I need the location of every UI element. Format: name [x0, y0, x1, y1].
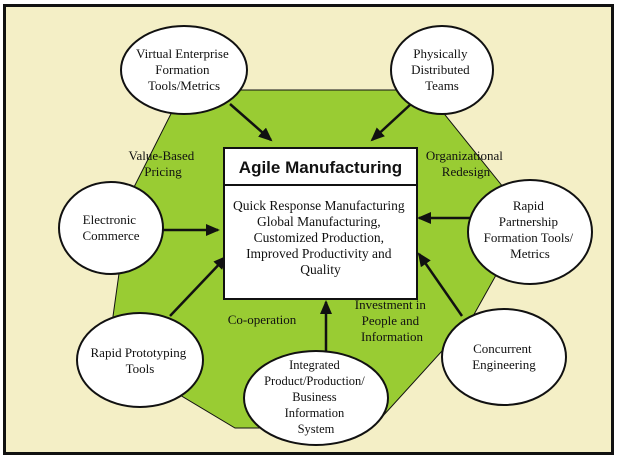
- node-physically-distributed-teams-label: Physically Distributed Teams: [411, 46, 473, 93]
- label-organizational-redesign: Organizational Redesign: [426, 148, 506, 179]
- arrow-physically-distributed-teams: [370, 103, 412, 142]
- center-body: Quick Response Manufacturing Global Manu…: [233, 198, 408, 277]
- node-rapid-partnership-label: Rapid Partnership Formation Tools/ Metri…: [484, 198, 577, 261]
- arrow-virtual-enterprise: [229, 103, 273, 142]
- node-virtual-enterprise-label: Virtual Enterprise Formation Tools/Metri…: [136, 46, 232, 93]
- node-concurrent-engineering-label: Concurrent Engineering: [472, 341, 536, 372]
- label-value-based-pricing: Value-Based Pricing: [129, 148, 198, 179]
- arrow-concurrent-engineering: [417, 252, 464, 317]
- node-rapid-prototyping: Rapid Prototyping Tools: [76, 312, 204, 408]
- node-rapid-partnership: Rapid Partnership Formation Tools/ Metri…: [467, 179, 593, 285]
- arrows: [163, 103, 476, 360]
- center-title: Agile Manufacturing: [239, 158, 402, 177]
- node-rapid-prototyping-label: Rapid Prototyping Tools: [91, 345, 190, 376]
- node-integrated-product: Integrated Product/Production/ Business …: [243, 350, 389, 446]
- arrow-rapid-prototyping: [169, 255, 228, 317]
- node-concurrent-engineering: Concurrent Engineering: [441, 308, 567, 406]
- label-co-operation: Co-operation: [228, 312, 297, 327]
- node-electronic-commerce: Electronic Commerce: [58, 181, 164, 275]
- node-integrated-product-label: Integrated Product/Production/ Business …: [264, 358, 368, 436]
- center-box: Agile Manufacturing Quick Response Manuf…: [223, 147, 418, 300]
- node-physically-distributed-teams: Physically Distributed Teams: [390, 25, 494, 115]
- node-electronic-commerce-label: Electronic Commerce: [82, 212, 139, 243]
- node-virtual-enterprise: Virtual Enterprise Formation Tools/Metri…: [120, 25, 248, 115]
- label-investment: Investment in People and Information: [355, 297, 429, 344]
